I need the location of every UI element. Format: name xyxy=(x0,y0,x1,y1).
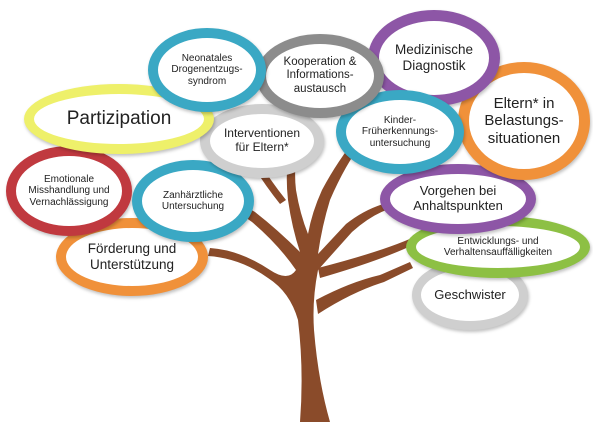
node-partizipation: Partizipation xyxy=(24,84,214,154)
node-emotionale: Emotionale Misshandlung und Vernachlässi… xyxy=(6,146,132,236)
node-kooperation: Kooperation & Informations-austausch xyxy=(256,34,384,118)
node-neonatales: Neonatales Drogenentzugs-syndrom xyxy=(148,28,266,112)
node-zahnaerztliche: Zanhärztliche Untersuchung xyxy=(132,160,254,242)
